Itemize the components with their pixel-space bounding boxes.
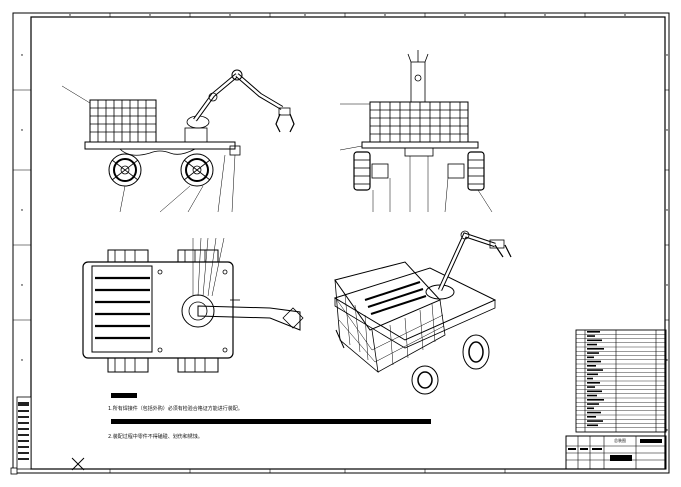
left-side-strip bbox=[16, 396, 32, 470]
parts-row-text-mark bbox=[587, 394, 597, 397]
side-view bbox=[339, 50, 493, 213]
title-block-drawing-title: 总装图 bbox=[614, 438, 626, 443]
parts-row-text-mark bbox=[587, 331, 600, 333]
parts-row-text-mark bbox=[587, 369, 603, 371]
top-view bbox=[82, 237, 304, 373]
outer-border bbox=[12, 12, 670, 474]
cross-mark bbox=[71, 457, 85, 471]
parts-row-text-mark bbox=[587, 352, 599, 354]
front-view bbox=[61, 69, 295, 213]
parts-row-text-mark bbox=[587, 339, 602, 342]
parts-row-text-mark bbox=[587, 365, 596, 367]
parts-row-text-mark bbox=[587, 424, 598, 427]
parts-row-text-mark bbox=[587, 343, 597, 346]
parts-row-text-mark bbox=[587, 420, 603, 422]
parts-row-text-mark bbox=[587, 377, 593, 380]
parts-row-text-mark bbox=[587, 335, 595, 337]
parts-row-text-mark bbox=[587, 348, 604, 350]
title-block bbox=[565, 435, 667, 470]
parts-list-rows bbox=[576, 331, 666, 428]
zone-marks bbox=[13, 13, 669, 473]
parts-row-text-mark bbox=[587, 403, 599, 405]
parts-row-text-mark bbox=[587, 373, 598, 376]
parts-row-text-mark bbox=[587, 399, 604, 401]
notes-bars bbox=[111, 393, 431, 424]
parts-row-text-mark bbox=[587, 360, 601, 363]
parts-row-text-mark bbox=[587, 382, 600, 384]
inner-border bbox=[30, 16, 666, 470]
parts-row-text-mark bbox=[587, 407, 594, 410]
parts-row-text-mark bbox=[587, 390, 602, 393]
zone-dots bbox=[21, 14, 668, 431]
technical-note-1: 1.所有焊接件（包括外购）必须有检验合格证方能进行装配。 bbox=[108, 406, 243, 412]
parts-row-text-mark bbox=[587, 411, 601, 414]
technical-note-2: 2.装配过程中零件不得磕碰、划伤和锈蚀。 bbox=[108, 434, 203, 440]
isometric-view bbox=[333, 230, 512, 395]
parts-row-text-mark bbox=[587, 386, 595, 388]
parts-row-text-mark bbox=[587, 416, 596, 418]
corner-mark bbox=[10, 467, 18, 475]
parts-row-text-mark bbox=[587, 356, 594, 359]
